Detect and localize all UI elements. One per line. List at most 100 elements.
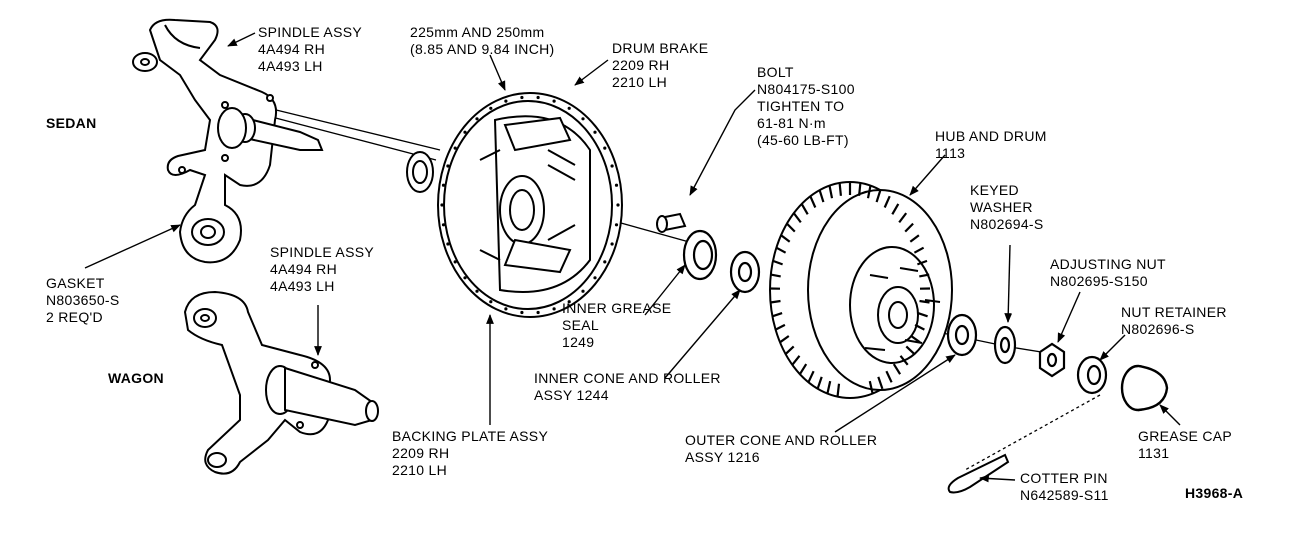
- grease-cap-shape: [1120, 364, 1169, 412]
- rim-dot: [520, 310, 524, 315]
- drum-fin: [784, 345, 795, 355]
- bolt-shape: [656, 212, 687, 233]
- rim-dot: [603, 260, 607, 264]
- drum-fin: [892, 363, 902, 375]
- drum-fin: [868, 380, 874, 394]
- drum-fin: [800, 203, 809, 215]
- rim-dot: [614, 223, 619, 227]
- wagon-label: WAGON: [108, 370, 164, 386]
- drum-fin: [898, 212, 908, 224]
- sedan-spindle-shape: [132, 18, 324, 264]
- callout-line: 2209 RH: [392, 445, 450, 461]
- callout-line: BACKING PLATE ASSY: [392, 428, 549, 444]
- callout-line: ASSY 1244: [534, 387, 609, 403]
- drum-fin: [836, 383, 841, 397]
- drum-fin: [858, 182, 862, 196]
- rim-dot: [536, 310, 540, 315]
- callout-drum-size: 225mm AND 250mm(8.85 AND 9.84 INCH): [410, 24, 555, 58]
- callout-line: SPINDLE ASSY: [270, 244, 374, 260]
- inner-cone-shape: [729, 250, 761, 294]
- rim-dot: [610, 164, 614, 168]
- rim-dot: [552, 99, 556, 103]
- callout-line: N802694-S: [970, 216, 1044, 232]
- drum-fin: [818, 189, 825, 203]
- callout-line: 1131: [1138, 445, 1170, 461]
- callout-line: 225mm AND 250mm: [410, 24, 545, 40]
- rim-dot: [610, 242, 614, 246]
- inner-grease-seal-shape: [682, 229, 718, 281]
- drum-fin: [883, 195, 891, 208]
- rim-dot: [552, 307, 556, 311]
- callout-line: 4A494 RH: [258, 41, 325, 57]
- drum-fin: [877, 376, 884, 390]
- callout-line: N642589-S11: [1020, 487, 1109, 503]
- drum-fin: [919, 299, 930, 304]
- drum-fin: [807, 370, 815, 383]
- callout-line: GREASE CAP: [1138, 428, 1233, 444]
- callout-line: GASKET: [46, 275, 105, 291]
- callout-line: WASHER: [970, 199, 1033, 215]
- rim-dot: [489, 300, 493, 304]
- rim-dot: [603, 146, 607, 150]
- nut-retainer-shape: [1076, 355, 1108, 395]
- rim-dot: [463, 130, 467, 134]
- callout-line: KEYED: [970, 182, 1019, 198]
- drum-fin: [917, 312, 928, 318]
- drum-fin: [770, 299, 781, 304]
- callout-line: 61-81 N·m: [757, 115, 826, 131]
- callout-line: 4A493 LH: [270, 278, 335, 294]
- callout-line: 2209 RH: [612, 57, 670, 73]
- drum-fin: [792, 212, 802, 224]
- sedan-label: SEDAN: [46, 115, 97, 131]
- rim-dot: [475, 117, 479, 121]
- drum-fins: [769, 182, 931, 397]
- callout-line: N802695-S150: [1050, 273, 1148, 289]
- callout-line: SPINDLE ASSY: [258, 24, 362, 40]
- rim-dot: [567, 300, 571, 304]
- callout-line: 4A493 LH: [258, 58, 323, 74]
- drum-fin: [826, 380, 832, 394]
- callout-line: 2210 LH: [612, 74, 668, 90]
- callout-line: BOLT: [757, 64, 794, 80]
- rim-dot: [475, 289, 479, 293]
- rim-dot: [593, 276, 597, 280]
- callout-line: (8.85 AND 9.84 INCH): [410, 41, 555, 57]
- rim-dot: [446, 242, 450, 246]
- callout-line: 2210 LH: [392, 462, 448, 478]
- callout-line: N804175-S100: [757, 81, 855, 97]
- rim-dot: [463, 276, 467, 280]
- drum-fin: [809, 195, 817, 208]
- drum-fin: [913, 246, 925, 254]
- drum-fin: [838, 182, 842, 196]
- drum-fin: [816, 376, 823, 390]
- drum-fin: [905, 345, 916, 355]
- callout-line: N802696-S: [1121, 321, 1195, 337]
- drum-fin: [904, 222, 914, 233]
- callout-line: (45-60 LB-FT): [757, 132, 849, 148]
- drum-fin: [779, 335, 790, 344]
- callout-line: 4A494 RH: [270, 261, 337, 277]
- rim-dot: [536, 95, 540, 100]
- callout-line: DRUM BRAKE: [612, 40, 709, 56]
- axle-centerline: [267, 107, 1101, 471]
- drum-fin: [891, 203, 900, 215]
- callout-line: 1113: [935, 145, 966, 161]
- callout-line: SEAL: [562, 317, 599, 333]
- callout-line: INNER CONE AND ROLLER: [534, 370, 721, 386]
- callout-line: HUB AND DRUM: [935, 128, 1047, 144]
- wagon-spindle-shape: [183, 290, 379, 475]
- callout-line: NUT RETAINER: [1121, 304, 1227, 320]
- figure-code: H3968-A: [1185, 485, 1244, 501]
- rim-dot: [581, 117, 585, 121]
